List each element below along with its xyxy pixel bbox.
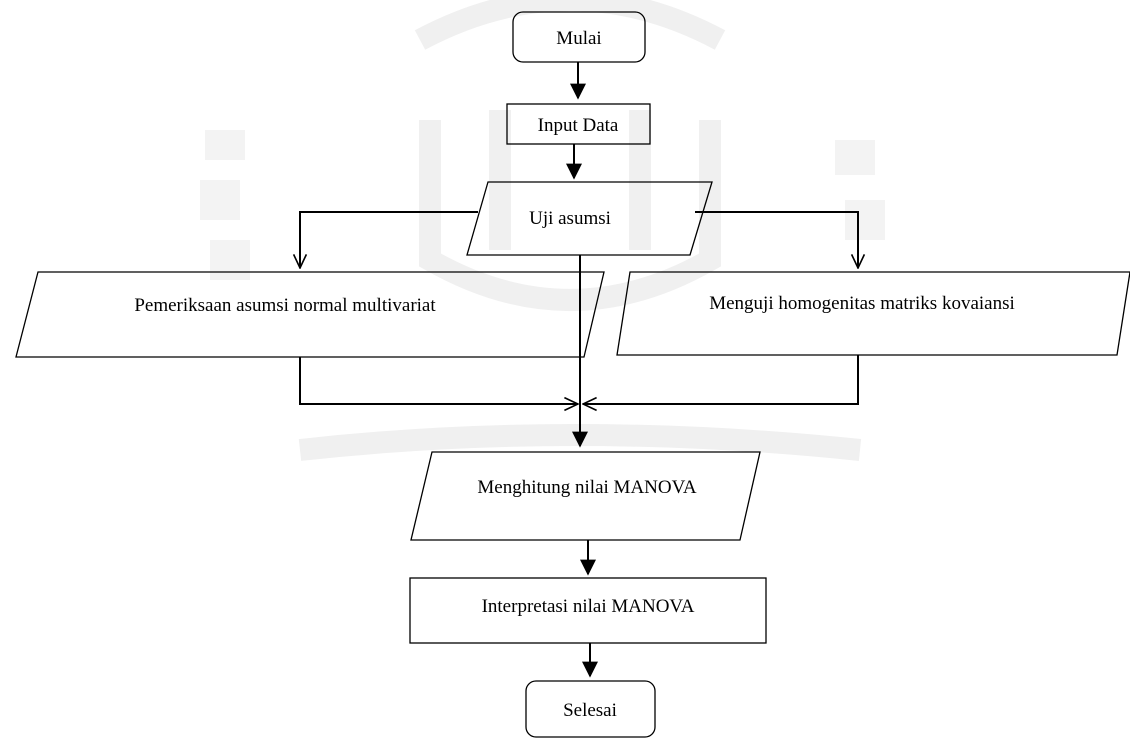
arrow-normality-to-merge bbox=[299, 357, 578, 404]
compute-manova-label: Menghitung nilai MANOVA bbox=[477, 477, 696, 498]
arrow-assumption-to-normality bbox=[300, 211, 478, 268]
homogeneity-test-label: Menguji homogenitas matriks kovaiansi bbox=[709, 293, 1015, 314]
normality-check-node bbox=[15, 271, 605, 358]
input-data-node bbox=[506, 103, 651, 145]
compute-manova-node bbox=[410, 451, 761, 541]
interpret-manova-node bbox=[409, 577, 767, 644]
interpret-manova-label: Interpretasi nilai MANOVA bbox=[482, 596, 695, 617]
arrow-assumption-to-homogeneity bbox=[695, 211, 858, 268]
homogeneity-test-node bbox=[616, 271, 1130, 356]
end-node-label: Selesai bbox=[563, 700, 617, 721]
assumption-test-label: Uji asumsi bbox=[529, 208, 611, 229]
input-data-label: Input Data bbox=[538, 115, 619, 136]
end-node bbox=[525, 680, 656, 738]
start-node-label: Mulai bbox=[556, 28, 601, 49]
assumption-test-node bbox=[466, 181, 713, 256]
arrow-homogeneity-to-merge bbox=[583, 355, 859, 404]
normality-check-label: Pemeriksaan asumsi normal multivariat bbox=[134, 295, 436, 316]
